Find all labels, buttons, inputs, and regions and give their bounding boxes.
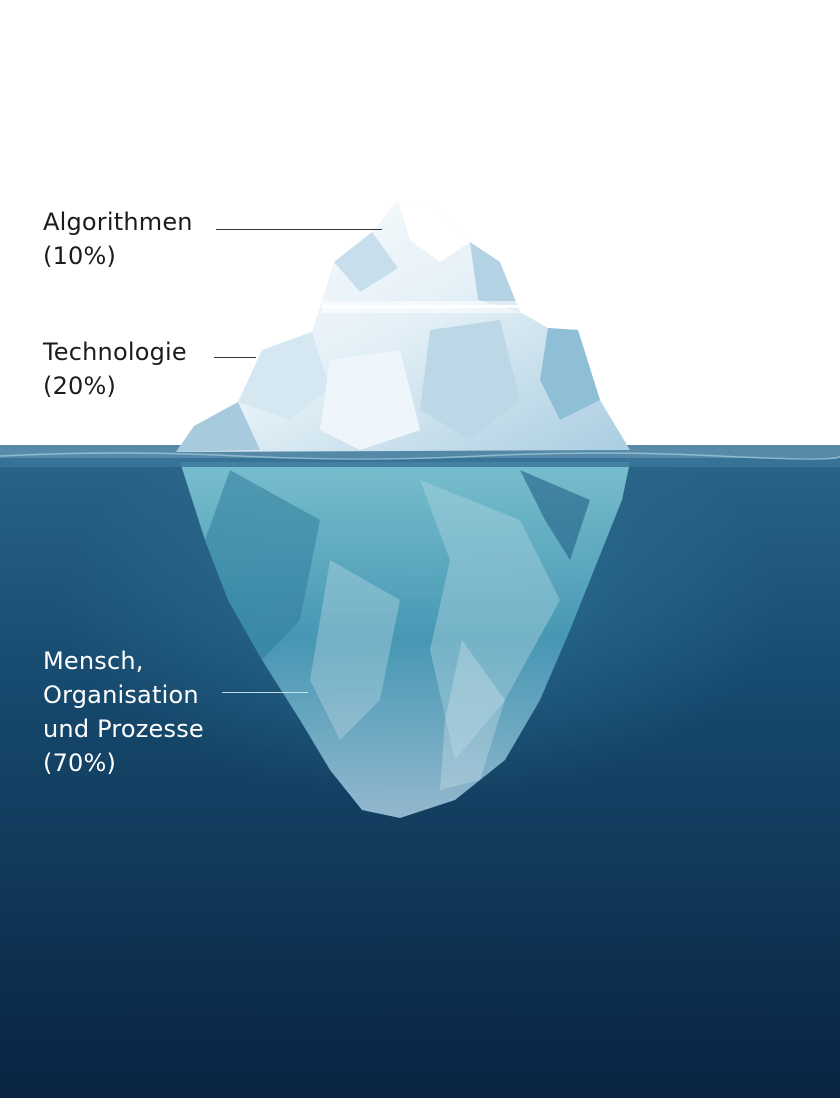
leader-line-algorithmen [216,229,382,230]
label-technologie: Technologie (20%) [43,335,187,403]
surface-ripple [0,452,840,460]
divider-line [322,305,528,308]
label-algorithmen-line-1: Algorithmen [43,208,193,236]
iceberg-underwater [180,462,630,818]
label-mensch-organisation-prozesse: Mensch, Organisation und Prozesse (70%) [43,644,204,780]
label-mensch-line-3: und Prozesse [43,715,204,743]
leader-line-technologie [214,357,256,358]
label-technologie-line-1: Technologie [43,338,187,366]
label-mensch-line-2: Organisation [43,681,199,709]
label-algorithmen: Algorithmen (10%) [43,205,193,273]
leader-line-mensch [222,692,308,693]
label-algorithmen-line-2: (10%) [43,242,117,270]
label-mensch-line-4: (70%) [43,749,117,777]
label-technologie-line-2: (20%) [43,372,117,400]
iceberg-above-water [176,200,630,452]
label-mensch-line-1: Mensch, [43,647,144,675]
